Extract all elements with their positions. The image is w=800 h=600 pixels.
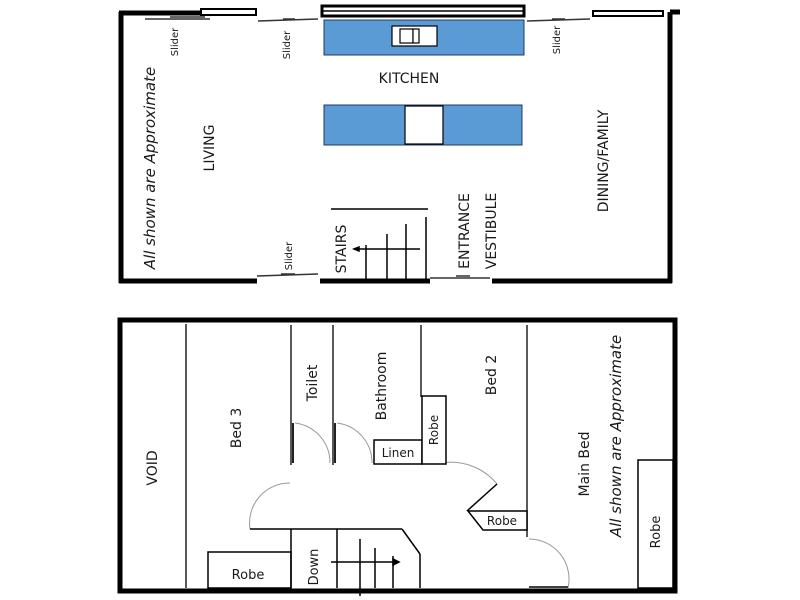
- dining-family-label: DINING/FAMILY: [596, 109, 612, 212]
- linen-label: Linen: [382, 446, 415, 460]
- ground-floor-sliders: [145, 16, 591, 279]
- linen-cupboard: [373, 439, 423, 465]
- approximate-note: All shown are Approximate: [141, 67, 159, 270]
- sink-bowl-right: [412, 28, 420, 44]
- door-swings: [249, 422, 570, 589]
- bed3-label: Bed 3: [229, 408, 245, 448]
- sink-bowl-left: [399, 28, 414, 44]
- slider-label: Slider: [282, 30, 293, 59]
- upper-floor-interior-walls: [185, 324, 528, 588]
- bed3-robe-label: Robe: [232, 568, 265, 583]
- ground-floor-stairs: [331, 208, 428, 280]
- slider-label: Slider: [284, 241, 295, 270]
- upper-floor-walls: [117, 317, 678, 594]
- kitchen-benches: [323, 19, 525, 146]
- bathroom-robe-label: Robe: [427, 415, 441, 445]
- slider-label: Slider: [170, 27, 181, 56]
- bed2-label: Bed 2: [484, 355, 500, 395]
- ground-floor-walls: [118, 9, 680, 284]
- bed2-robe-label: Robe: [487, 514, 517, 528]
- vestibule-label: VESTIBULE: [484, 193, 500, 270]
- upper-floor-stairs: [290, 528, 421, 596]
- main-robe-label: Robe: [649, 516, 664, 549]
- main-bed-label: Main Bed: [577, 432, 593, 497]
- approximate-note: All shown are Approximate: [607, 335, 625, 538]
- cooktop: [404, 105, 444, 145]
- bed3-robe: [207, 551, 292, 589]
- upper-floor-plan: VOID Bed 3 Toilet Bathroom Bed 2 Main Be…: [117, 317, 678, 596]
- main-bed-robe: [637, 459, 674, 589]
- down-label: Down: [307, 549, 322, 586]
- stairs-label: STAIRS: [334, 225, 350, 274]
- bathroom-robe: [421, 395, 447, 465]
- void-label: VOID: [145, 450, 161, 485]
- kitchen-label: KITCHEN: [379, 71, 440, 87]
- toilet-label: Toilet: [305, 364, 321, 402]
- bed2-robe: [466, 510, 528, 531]
- slider-label: Slider: [552, 25, 563, 54]
- ground-floor-plan: KITCHEN LIVING DINING/FAMILY STAIRS ENTR…: [118, 4, 680, 284]
- bathroom-label: Bathroom: [374, 352, 390, 421]
- entrance-label: ENTRANCE: [457, 193, 473, 269]
- living-label: LIVING: [202, 125, 218, 172]
- ground-floor-windows: [200, 4, 664, 18]
